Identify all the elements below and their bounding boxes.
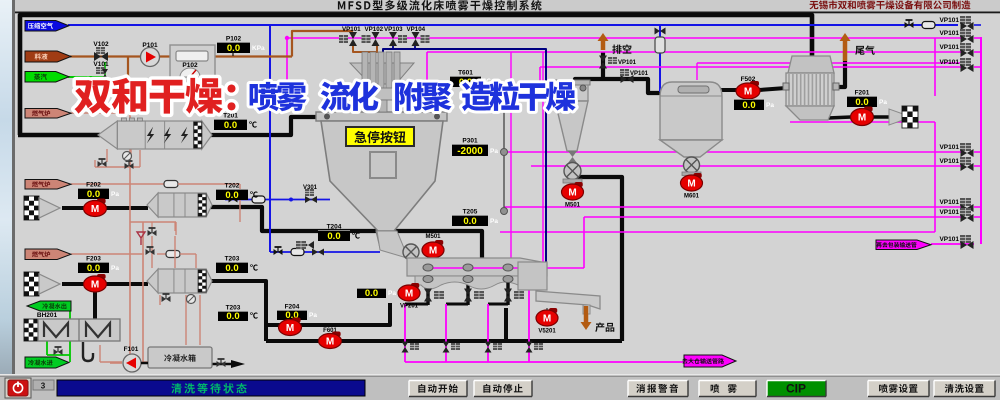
svg-text:BH201: BH201 xyxy=(37,312,58,319)
svg-text:VP104: VP104 xyxy=(407,26,426,33)
svg-text:Pa: Pa xyxy=(309,312,317,319)
svg-text:V301: V301 xyxy=(303,185,318,191)
svg-text:T204: T204 xyxy=(327,224,342,231)
svg-text:VP101: VP101 xyxy=(939,236,959,243)
svg-text:T203: T203 xyxy=(225,256,240,263)
svg-text:T601: T601 xyxy=(458,70,473,77)
svg-text:V101: V101 xyxy=(93,61,109,68)
svg-text:V102: V102 xyxy=(93,41,109,48)
svg-text:P301: P301 xyxy=(462,138,478,145)
svg-text:0.0: 0.0 xyxy=(224,120,237,131)
svg-text:M: M xyxy=(543,314,551,325)
svg-text:Pa: Pa xyxy=(490,218,498,225)
svg-text:P102: P102 xyxy=(182,62,198,69)
svg-text:VP101: VP101 xyxy=(939,59,959,66)
svg-text:M: M xyxy=(326,337,334,348)
svg-text:Pa: Pa xyxy=(766,102,774,109)
svg-text:VP101: VP101 xyxy=(939,209,959,216)
svg-text:VP101: VP101 xyxy=(630,71,649,77)
svg-text:0.0: 0.0 xyxy=(225,263,238,274)
svg-text:0.0: 0.0 xyxy=(742,100,755,111)
svg-text:KPa: KPa xyxy=(252,45,265,52)
svg-text:M: M xyxy=(858,113,866,124)
svg-text:V5201: V5201 xyxy=(538,329,556,335)
svg-text:F202: F202 xyxy=(86,182,101,189)
svg-text:VP201: VP201 xyxy=(400,304,419,310)
svg-text:P102: P102 xyxy=(226,36,242,43)
svg-text:0.0: 0.0 xyxy=(227,43,240,54)
svg-text:0.0: 0.0 xyxy=(225,190,238,201)
svg-text:M: M xyxy=(91,280,99,291)
svg-text:M: M xyxy=(744,87,752,98)
svg-text:0.0: 0.0 xyxy=(87,263,100,274)
svg-text:M501: M501 xyxy=(425,234,441,240)
svg-text:Pa: Pa xyxy=(490,148,498,155)
svg-text:-2000: -2000 xyxy=(457,146,483,157)
svg-text:0.0: 0.0 xyxy=(855,97,868,108)
svg-text:M501: M501 xyxy=(565,203,581,209)
svg-text:M: M xyxy=(405,289,413,300)
svg-text:VP101: VP101 xyxy=(939,199,959,206)
svg-text:M: M xyxy=(568,188,576,199)
svg-text:VP101: VP101 xyxy=(939,17,959,24)
svg-text:VP101: VP101 xyxy=(939,44,959,51)
svg-text:F203: F203 xyxy=(86,256,101,263)
svg-text:VP101: VP101 xyxy=(939,158,959,165)
svg-text:Pa: Pa xyxy=(879,99,887,106)
svg-text:P101: P101 xyxy=(142,42,158,49)
svg-text:M: M xyxy=(429,246,437,257)
svg-text:F204: F204 xyxy=(285,304,300,311)
svg-text:M: M xyxy=(91,204,99,215)
svg-text:T202: T202 xyxy=(225,183,240,190)
svg-text:Pa: Pa xyxy=(111,265,119,272)
svg-text:M601: M601 xyxy=(684,194,700,200)
svg-text:VP101: VP101 xyxy=(618,60,637,66)
svg-text:Pa: Pa xyxy=(388,290,396,297)
svg-text:0.0: 0.0 xyxy=(285,310,298,321)
svg-text:F502: F502 xyxy=(741,76,756,83)
svg-text:VP102: VP102 xyxy=(365,26,384,33)
svg-text:T203: T203 xyxy=(226,305,241,312)
svg-text:VP103: VP103 xyxy=(384,26,403,33)
svg-text:F201: F201 xyxy=(855,90,870,97)
svg-text:CIP: CIP xyxy=(786,382,806,396)
svg-text:VP101: VP101 xyxy=(939,144,959,151)
svg-text:T205: T205 xyxy=(463,209,478,216)
svg-text:0.0: 0.0 xyxy=(463,216,476,227)
svg-text:0.0: 0.0 xyxy=(365,288,378,299)
svg-text:0.0: 0.0 xyxy=(327,231,340,242)
svg-text:M: M xyxy=(687,179,695,190)
svg-text:F601: F601 xyxy=(323,328,337,334)
svg-text:T201: T201 xyxy=(223,113,238,120)
svg-text:Pa: Pa xyxy=(111,191,119,198)
svg-text:M: M xyxy=(286,323,294,334)
svg-text:3: 3 xyxy=(41,382,46,391)
svg-text:0.0: 0.0 xyxy=(226,311,239,322)
svg-text:0.0: 0.0 xyxy=(87,189,100,200)
svg-text:VP101: VP101 xyxy=(342,26,361,33)
svg-text:VP101: VP101 xyxy=(939,30,959,37)
svg-text:F101: F101 xyxy=(124,346,139,353)
